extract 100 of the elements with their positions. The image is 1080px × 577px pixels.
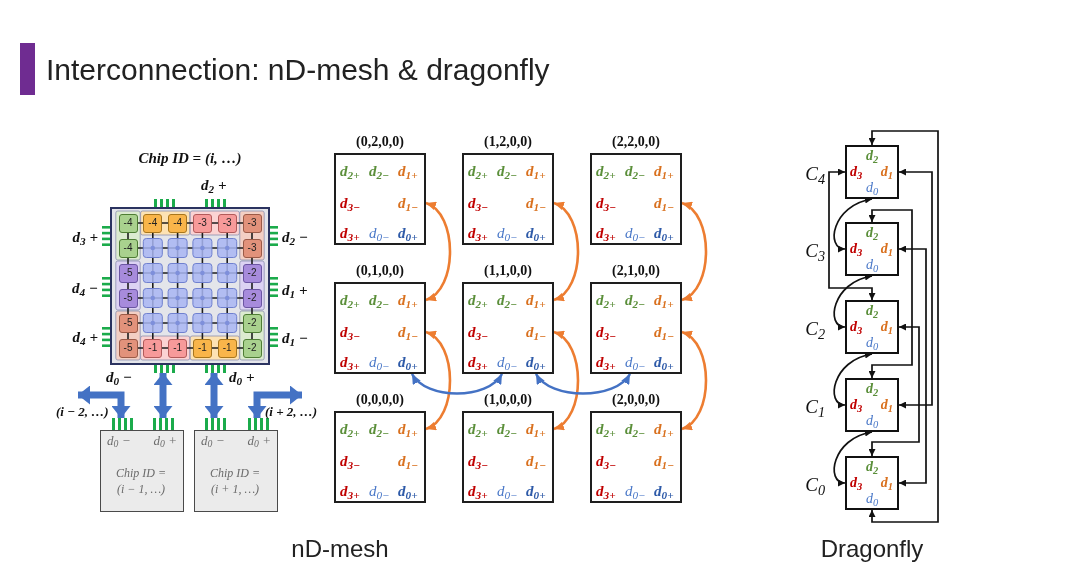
port-label: d$_{4}$ −: [72, 279, 98, 297]
port-label: d$_{3}$: [850, 319, 863, 335]
link-arrow: [828, 168, 876, 301]
group-box: [845, 378, 899, 432]
port-label: d$_{3}$: [850, 397, 863, 413]
port-label: d$_{3}$: [850, 475, 863, 491]
port-label: d$_{2−}$: [497, 291, 517, 309]
curved-arrow: [425, 201, 452, 302]
port-label: d$_{1+}$: [398, 162, 418, 180]
port-label: d$_{1−}$: [654, 194, 674, 212]
node-heading: (1,0,0,0): [484, 391, 532, 409]
port-label: d$_{0}$ −: [106, 368, 132, 386]
port-label: d$_{3+}$: [596, 353, 616, 371]
curved-arrow: [833, 197, 873, 252]
curved-arrow: [833, 352, 873, 408]
port-label: d$_{0−}$: [625, 353, 646, 371]
port-label: d$_{2}$ +: [201, 176, 227, 194]
port-label: d$_{2−}$: [625, 291, 645, 309]
port-label: d$_{2+}$: [468, 291, 488, 309]
port-label: d$_{3+}$: [340, 224, 360, 242]
chip-id-text: Chip ID = (i − 1, …): [114, 465, 168, 497]
port-label: d$_{2−}$: [369, 420, 389, 438]
port-label: d$_{0−}$: [497, 482, 518, 500]
port-label: d$_{2−}$: [369, 162, 389, 180]
port-label: d$_{0}$: [865, 413, 879, 429]
port-label: d$_{0+}$: [526, 224, 546, 242]
port-label: d$_{2−}$: [625, 162, 645, 180]
port-label: d$_{0−}$: [369, 353, 390, 371]
port-label: d$_{0}$: [865, 257, 879, 273]
port-label: d$_{1−}$: [398, 452, 418, 470]
port-label: d$_{3+}$: [468, 224, 488, 242]
port-label: d$_{0+}$: [398, 224, 418, 242]
port-label: d$_{0}$ +: [247, 433, 271, 449]
port-label: d$_{4}$ +: [72, 328, 98, 346]
port-label: d$_{3−}$: [340, 452, 360, 470]
neighbor-id-label: (i − 2, …): [56, 404, 109, 420]
port-label: d$_{1}$: [880, 319, 893, 335]
port-label: d$_{3+}$: [596, 482, 616, 500]
curved-arrow: [681, 330, 708, 431]
port-label: d$_{2+}$: [340, 420, 360, 438]
port-label: d$_{0}$: [865, 335, 879, 351]
port-label: d$_{2+}$: [596, 291, 616, 309]
group-label: C$_{1}$: [805, 395, 825, 419]
port-label: d$_{2−}$: [625, 420, 645, 438]
port-label: d$_{0+}$: [654, 353, 674, 371]
port-label: d$_{0−}$: [497, 353, 518, 371]
port-label: d$_{1+}$: [526, 162, 546, 180]
port-label: d$_{1+}$: [526, 291, 546, 309]
port-label: d$_{2}$: [865, 148, 879, 164]
port-label: d$_{3−}$: [468, 323, 488, 341]
curved-arrow: [553, 201, 580, 302]
port-label: d$_{2}$: [865, 381, 879, 397]
curved-arrow: [425, 330, 452, 431]
port-label: d$_{1+}$: [398, 420, 418, 438]
group-label: C$_{2}$: [805, 317, 825, 341]
group-label: C$_{4}$: [805, 162, 825, 186]
curved-arrow: [833, 430, 873, 486]
port-label: d$_{0}$ −: [201, 433, 225, 449]
port-label: d$_{0+}$: [398, 353, 418, 371]
chip-id-label: Chip ID = (i, …): [138, 149, 242, 167]
port-label: d$_{1−}$: [398, 323, 418, 341]
port-label: d$_{0−}$: [369, 224, 390, 242]
group-label: C$_{0}$: [805, 473, 825, 497]
group-label: C$_{3}$: [805, 239, 825, 263]
link-arrow: [868, 130, 939, 523]
panel-caption: nD-mesh: [291, 534, 389, 564]
port-label: d$_{3}$: [850, 164, 863, 180]
port-label: d$_{1−}$: [654, 452, 674, 470]
port-label: d$_{1−}$: [526, 194, 546, 212]
port-label: d$_{1−}$: [526, 323, 546, 341]
port-label: d$_{2+}$: [596, 162, 616, 180]
port-label: d$_{2+}$: [340, 291, 360, 309]
port-label: d$_{3+}$: [596, 224, 616, 242]
port-label: d$_{3−}$: [596, 194, 616, 212]
port-label: d$_{0}$ −: [107, 433, 131, 449]
curved-arrow: [833, 274, 873, 330]
port-label: d$_{1}$ +: [282, 281, 308, 299]
curved-arrow: [534, 373, 632, 395]
port-label: d$_{3−}$: [596, 452, 616, 470]
port-label: d$_{3−}$: [340, 194, 360, 212]
port-label: d$_{3}$ +: [72, 228, 98, 246]
port-label: d$_{2}$: [865, 225, 879, 241]
port-label: d$_{0+}$: [654, 482, 674, 500]
link-arrow: [868, 323, 920, 457]
port-label: d$_{3−}$: [596, 323, 616, 341]
port-label: d$_{1+}$: [526, 420, 546, 438]
port-label: d$_{2+}$: [340, 162, 360, 180]
node-heading: (2,0,0,0): [612, 391, 660, 409]
port-label: d$_{0−}$: [369, 482, 390, 500]
curved-arrow: [410, 373, 504, 395]
port-label: d$_{1}$: [880, 397, 893, 413]
chip-id-text: Chip ID = (i + 1, …): [208, 465, 262, 497]
group-box: [845, 222, 899, 276]
slide-title: Interconnection: nD-mesh & dragonfly: [46, 52, 550, 88]
port-label: d$_{1+}$: [654, 291, 674, 309]
port-label: d$_{3+}$: [340, 353, 360, 371]
port-label: d$_{1}$ −: [282, 329, 308, 347]
panel-caption: Dragonfly: [820, 534, 924, 564]
port-label: d$_{1}$: [880, 241, 893, 257]
node-heading: (1,1,0,0): [484, 262, 532, 280]
